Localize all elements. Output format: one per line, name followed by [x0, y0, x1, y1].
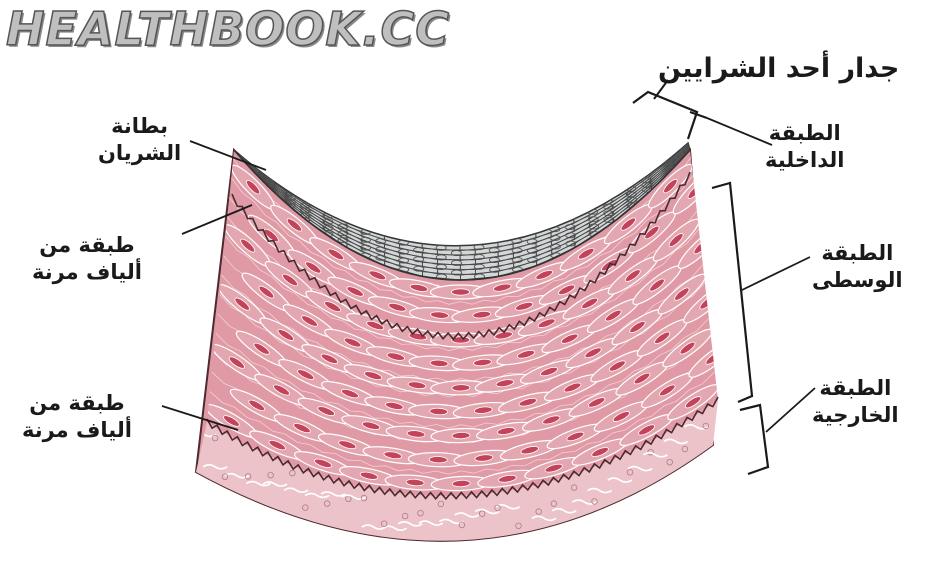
label-inner-layer: الطبقةالداخلية [765, 120, 844, 174]
artery-wall-bracket [633, 92, 697, 139]
inner-layer-leader [707, 118, 772, 145]
inner-layer-bracket [690, 112, 707, 118]
label-elastic-upper: طبقة منألياف مرنة [32, 232, 142, 286]
outer-layer-leader [766, 388, 815, 432]
outer-layer-bracket [740, 405, 768, 474]
muscle-nucleus [451, 289, 469, 295]
middle-layer-leader [742, 257, 810, 290]
muscle-nucleus [452, 432, 470, 439]
label-outer-layer: الطبقةالخارجية [812, 375, 899, 429]
site-watermark: HEALTHBOOK.CC [6, 2, 450, 56]
muscle-nucleus [452, 384, 470, 391]
diagram-title: جدار أحد الشرايين [658, 52, 899, 87]
endothelium-leader [190, 141, 266, 170]
muscle-nucleus [429, 456, 447, 463]
middle-layer-bracket [712, 183, 752, 402]
